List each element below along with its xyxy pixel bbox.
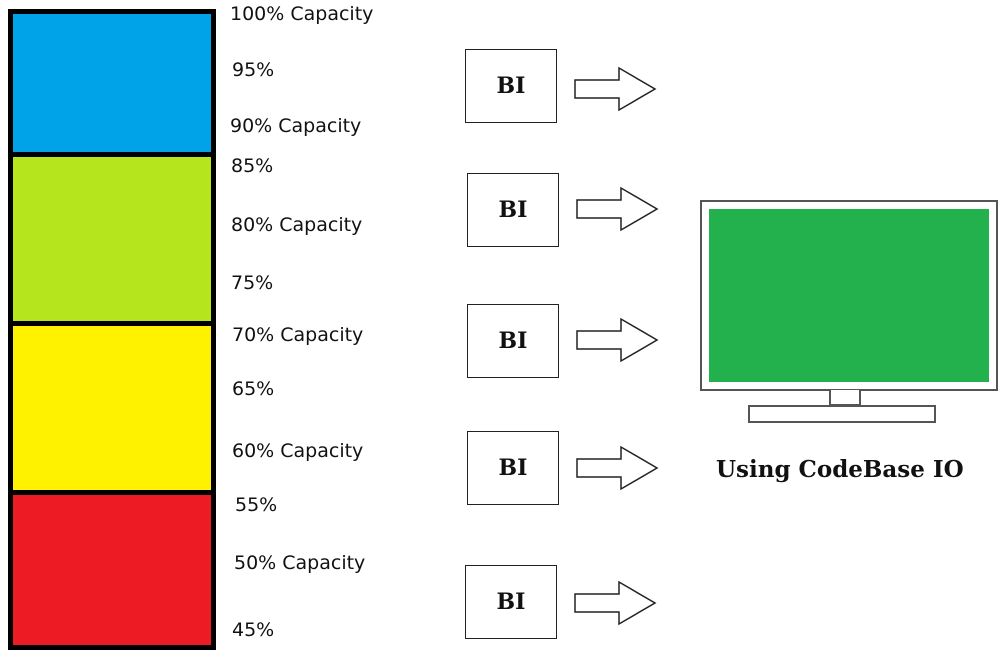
capacity-label: 75% [231,272,274,294]
bi-box: BI [465,565,557,639]
monitor-stand [748,405,936,423]
right-arrow-icon [574,66,657,112]
capacity-label: 45% [232,619,275,641]
monitor-screen-display [709,209,989,382]
right-arrow-icon [576,445,659,491]
capacity-label: 90% Capacity [230,115,362,137]
capacity-segment-red [8,490,216,650]
right-arrow-icon [574,580,657,626]
capacity-label: 55% [235,494,278,516]
monitor-neck [829,390,861,406]
capacity-segment-green [8,152,216,328]
right-arrow-icon [576,317,659,363]
capacity-segment-blue [8,9,216,159]
capacity-segment-yellow [8,321,216,497]
monitor-caption: Using CodeBase IO [716,456,964,483]
capacity-label: 85% [231,155,274,177]
bi-box: BI [467,173,559,247]
monitor-icon [700,200,998,391]
bi-box: BI [465,49,557,123]
bi-box: BI [467,304,559,378]
capacity-label: 100% Capacity [230,3,374,25]
capacity-label: 80% Capacity [231,214,363,236]
capacity-label: 65% [232,378,275,400]
capacity-label: 95% [232,59,275,81]
capacity-label: 70% Capacity [232,324,364,346]
bi-box: BI [467,431,559,505]
right-arrow-icon [576,186,659,232]
capacity-label: 50% Capacity [234,552,366,574]
capacity-label: 60% Capacity [232,440,364,462]
